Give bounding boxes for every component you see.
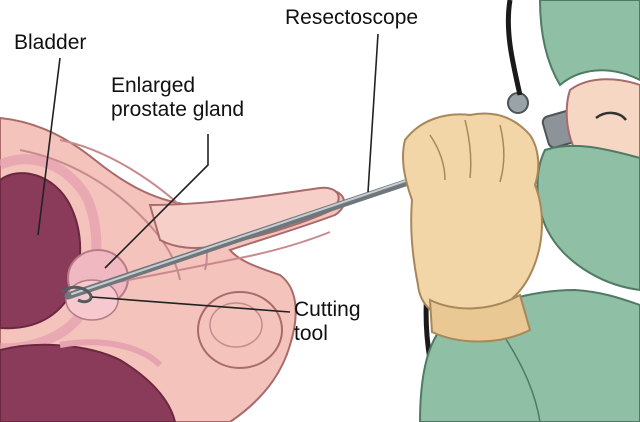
surgeon-mask bbox=[536, 144, 640, 292]
finger-crease bbox=[429, 134, 446, 181]
label-cutting-tool: Cutting tool bbox=[294, 298, 361, 346]
cutting-tool-leader bbox=[91, 296, 291, 313]
resectoscope-leader bbox=[367, 33, 379, 193]
testis bbox=[197, 291, 283, 369]
label-enlarged-prostate-gland: Enlarged prostate gland bbox=[111, 74, 244, 122]
glove-cuff bbox=[428, 293, 532, 343]
gloved-hand bbox=[402, 112, 543, 322]
scope-port bbox=[507, 92, 529, 114]
bladder-leader bbox=[37, 57, 61, 236]
lower-tissue-fold bbox=[59, 339, 163, 368]
finger-crease bbox=[499, 124, 505, 183]
label-resectoscope: Resectoscope bbox=[285, 6, 419, 29]
surgeon-eye bbox=[595, 111, 627, 121]
surgeon-illustration bbox=[402, 0, 640, 422]
finger-crease bbox=[464, 119, 472, 179]
label-prostate-line-1: Enlarged bbox=[111, 74, 196, 97]
prostate-leader bbox=[104, 134, 209, 269]
label-prostate-line-2: prostate gland bbox=[111, 98, 245, 121]
testis-inner bbox=[209, 302, 263, 348]
lower-tissue bbox=[0, 343, 177, 422]
label-bladder: Bladder bbox=[14, 31, 87, 54]
cutting-loop bbox=[61, 285, 93, 304]
anatomy-illustration bbox=[0, 116, 345, 422]
gown-fold bbox=[499, 329, 541, 422]
label-cutting-tool-line-2: tool bbox=[294, 322, 328, 345]
light-cable bbox=[505, 0, 523, 96]
tissue-fold bbox=[19, 149, 181, 281]
surgeon-cap bbox=[538, 0, 640, 87]
leader-lines bbox=[37, 33, 379, 313]
label-cutting-tool-line-1: Cutting bbox=[294, 298, 361, 321]
scope-shaft-highlight bbox=[71, 175, 421, 295]
